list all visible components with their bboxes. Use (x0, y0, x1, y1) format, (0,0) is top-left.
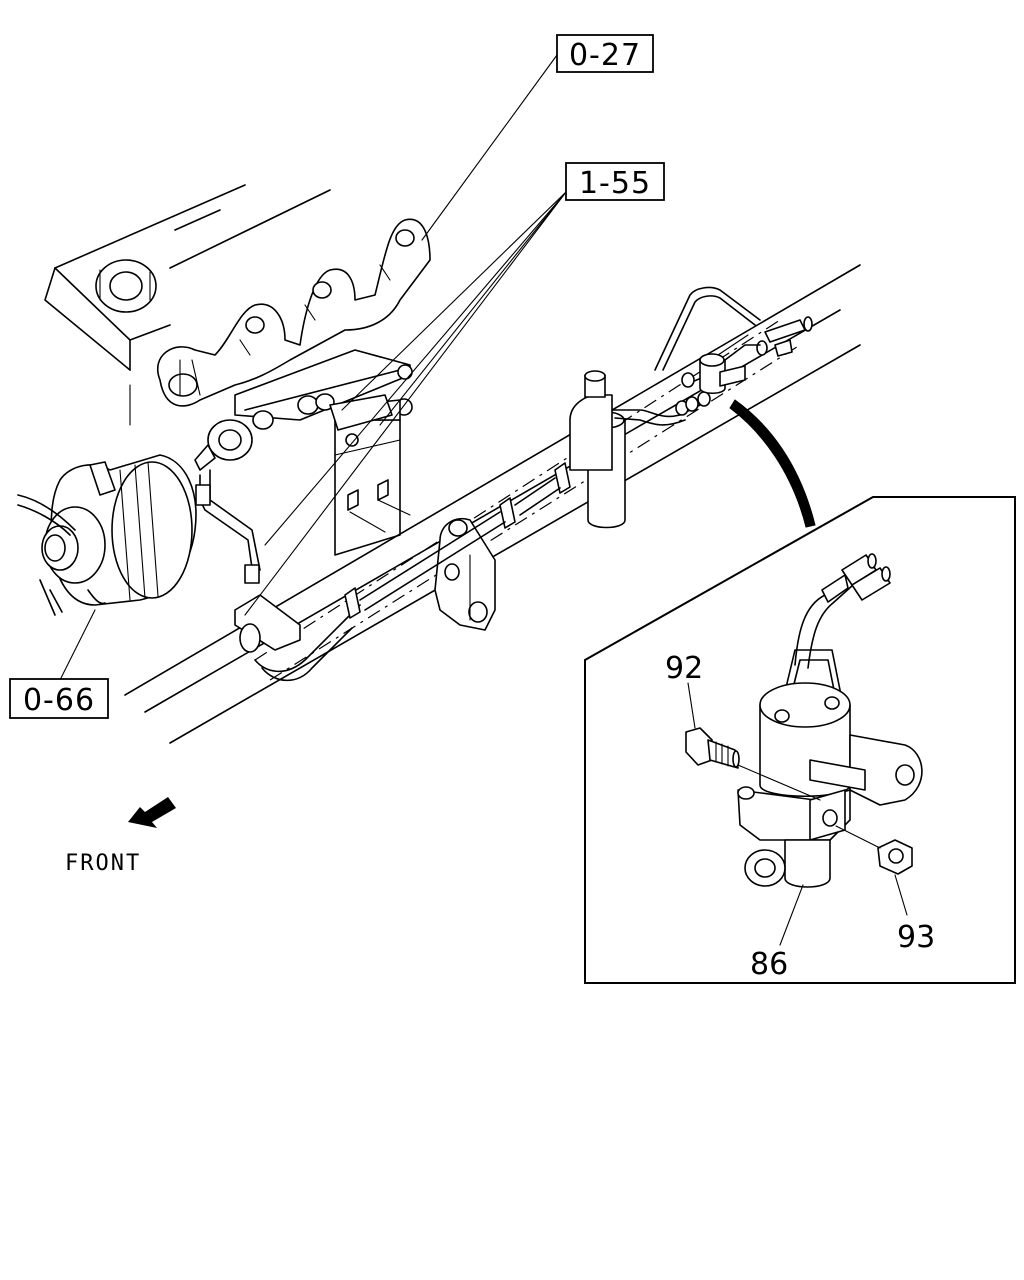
pipe-clamp-left (234, 594, 361, 682)
detail-pointer-arrow (729, 399, 816, 528)
ref-label-manifold: 0-27 (569, 38, 641, 73)
egr-valve-bracket (329, 394, 411, 556)
detail-inset: 92 93 86 (584, 496, 1016, 984)
vacuum-pipe-left (194, 419, 261, 584)
ref-box-pipe: 1-55 (565, 162, 665, 201)
vacuum-canister (569, 370, 701, 529)
frame-mount-bracket (434, 518, 496, 631)
nut-part (835, 825, 913, 875)
reference-leaders (59, 54, 567, 681)
ref-label-alternator: 0-66 (23, 683, 95, 718)
installed-vsv-valve (699, 334, 761, 395)
vacuum-pipe-right (654, 286, 813, 416)
vsv-valve-body (737, 682, 923, 888)
wiring-harness (782, 553, 891, 701)
front-arrow-icon (128, 797, 176, 828)
alternator (17, 454, 197, 616)
exhaust-manifold (157, 218, 431, 407)
bolt-part (685, 727, 821, 801)
front-direction-indicator: FRONT (65, 797, 176, 876)
callout-nut: 93 (897, 920, 935, 955)
ref-box-manifold: 0-27 (556, 34, 654, 73)
pipe-clips (344, 462, 571, 619)
ref-box-alternator: 0-66 (9, 678, 109, 719)
cylinder-head (44, 184, 331, 426)
callout-valve: 86 (750, 947, 788, 982)
ref-label-pipe: 1-55 (579, 166, 651, 201)
callout-bolt: 92 (665, 651, 703, 686)
oil-filler-cap (95, 259, 157, 313)
front-label: FRONT (65, 851, 141, 876)
